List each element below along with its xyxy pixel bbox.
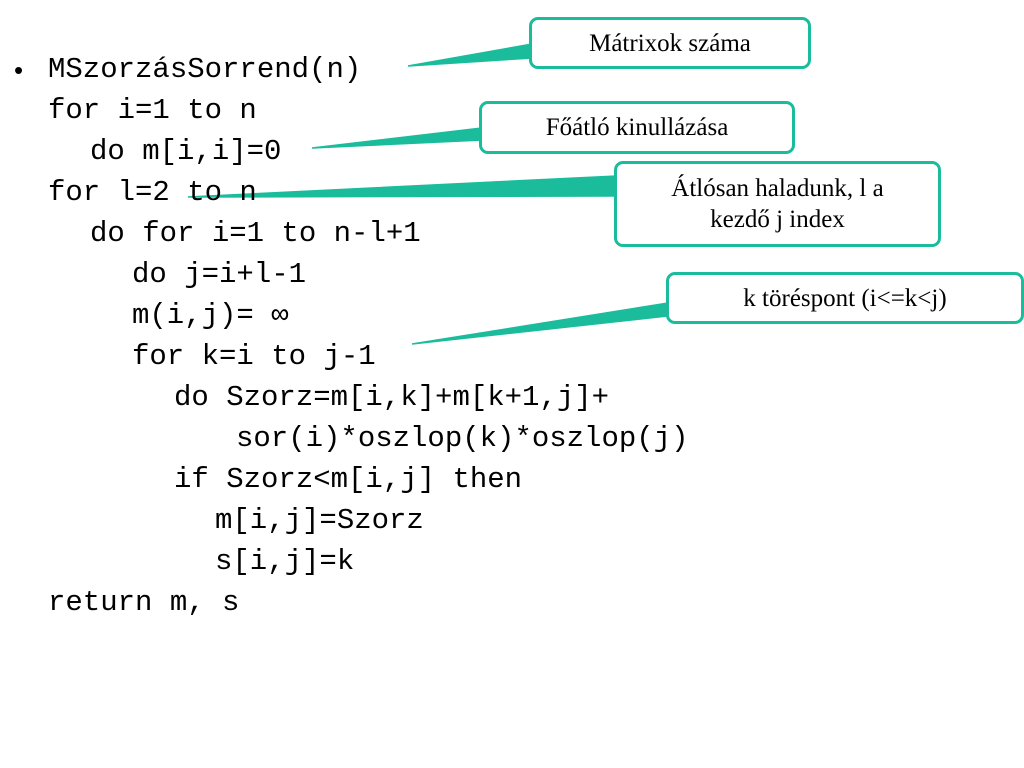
code-line-return: return m, s xyxy=(48,586,240,619)
code-line-assign-m: m[i,j]=Szorz xyxy=(215,504,424,537)
code-line-for-i: for i=1 to n xyxy=(48,94,257,127)
callout-diagonal-zero-text: Főátló kinullázása xyxy=(545,114,729,141)
callout-diagonal-walk-line1: Átlósan haladunk, l a xyxy=(671,175,884,202)
callout-k-breakpoint: k töréspont (i<=k<j) xyxy=(666,272,1024,324)
code-line-do-szorz: do Szorz=m[i,k]+m[k+1,j]+ xyxy=(174,381,610,414)
callout-matrix-count: Mátrixok száma xyxy=(529,17,811,69)
leader-k-breakpoint xyxy=(411,302,669,345)
code-line-for-k: for k=i to j-1 xyxy=(132,340,376,373)
callout-matrix-count-text: Mátrixok száma xyxy=(589,29,751,57)
leader-matrix-count xyxy=(407,43,533,67)
code-line-for-l: for l=2 to n xyxy=(48,176,257,209)
callout-diagonal-walk-line2: kezdő j index xyxy=(710,206,845,233)
leader-diagonal-zero xyxy=(311,127,483,149)
callout-diagonal-walk: Átlósan haladunk, l a kezdő j index xyxy=(614,161,941,247)
code-line-function-header: MSzorzásSorrend(n) xyxy=(48,53,362,86)
code-line-szorz-cont: sor(i)*oszlop(k)*oszlop(j) xyxy=(236,422,689,455)
bullet-marker: • xyxy=(14,55,24,85)
code-line-do-for-i: do for i=1 to n-l+1 xyxy=(90,217,421,250)
code-line-m-infinity: m(i,j)= ∞ xyxy=(132,299,289,332)
code-line-assign-s: s[i,j]=k xyxy=(215,545,355,578)
callout-k-breakpoint-text: k töréspont (i<=k<j) xyxy=(743,284,947,312)
code-line-if-szorz: if Szorz<m[i,j] then xyxy=(174,463,523,496)
code-line-do-j: do j=i+l-1 xyxy=(132,258,307,291)
callout-diagonal-zero: Főátló kinullázása xyxy=(479,101,795,154)
code-line-init-diagonal: do m[i,i]=0 xyxy=(90,135,282,168)
